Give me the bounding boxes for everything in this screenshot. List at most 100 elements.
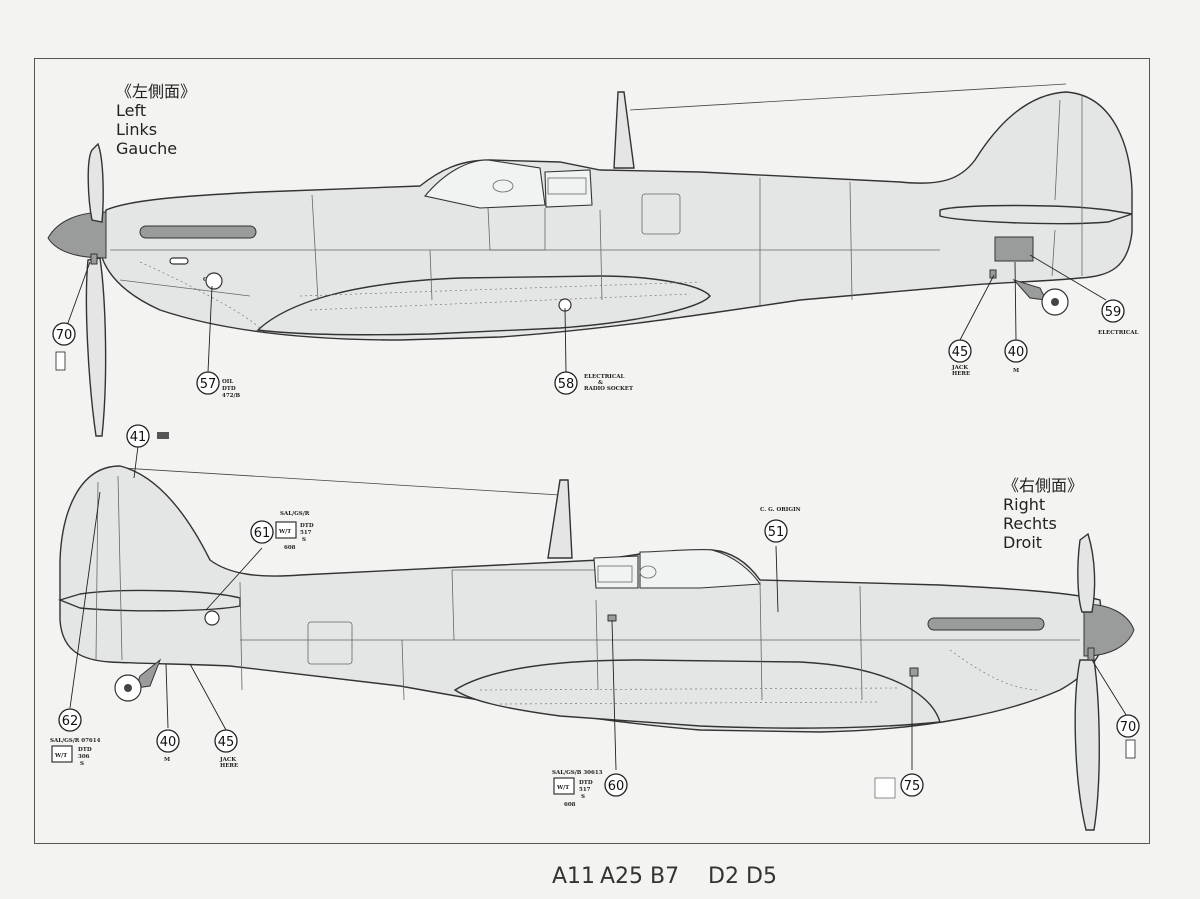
right-prop-blade-bottom xyxy=(1074,659,1100,831)
label-dtd-r3: DTD xyxy=(579,780,593,786)
right-tailplane xyxy=(57,589,241,612)
label-electrical: ELECTRICAL xyxy=(1098,330,1139,336)
bottom-parts-strip: A11 A25 B7 D2 D5 xyxy=(0,866,1200,899)
label-dtd: DTD xyxy=(222,386,236,392)
svg-text:75: 75 xyxy=(904,779,921,794)
left-title-jp: 《左側面》 xyxy=(116,82,197,101)
left-title-en: Left xyxy=(116,101,147,120)
callout-41: 41 xyxy=(126,424,150,448)
label-m-right: M xyxy=(164,757,170,763)
svg-text:51: 51 xyxy=(768,525,785,540)
label-jack-2: HERE xyxy=(952,371,970,377)
svg-text:59: 59 xyxy=(1105,305,1122,320)
svg-text:40: 40 xyxy=(1008,345,1025,360)
right-spinner xyxy=(1083,603,1135,657)
callout-40-right: 40 xyxy=(156,729,180,753)
right-title-de: Rechts xyxy=(1003,514,1057,533)
left-view-title: 《左側面》 Left Links Gauche xyxy=(116,82,196,158)
drawing-frame xyxy=(34,58,1150,844)
left-canopy xyxy=(423,159,546,209)
callout-58: 58 xyxy=(554,371,578,395)
svg-text:40: 40 xyxy=(160,735,177,750)
svg-text:58: 58 xyxy=(558,377,575,392)
label-s-r2: S xyxy=(80,761,84,767)
part-a25: A25 xyxy=(600,866,644,889)
label-sal-gs-r-07614: SAL/GS/R 07614 xyxy=(50,738,101,744)
label-cg-origin: C. G. ORIGIN xyxy=(760,507,801,513)
left-wing xyxy=(256,275,711,336)
label-wt-1: W/T xyxy=(278,529,292,535)
antenna-wire-right xyxy=(121,467,561,496)
label-m-left: M xyxy=(1013,368,1019,374)
left-tailplane xyxy=(939,204,1133,225)
part-a11: A11 xyxy=(552,866,596,889)
antenna-wire xyxy=(629,83,1067,111)
left-canopy-rear xyxy=(544,169,593,208)
left-tailwheel-leg xyxy=(1012,278,1047,301)
label-jack-1: JACK xyxy=(951,365,968,371)
label-608-r3: 608 xyxy=(564,802,576,808)
right-side-aircraft xyxy=(57,432,1136,831)
svg-text:70: 70 xyxy=(1120,720,1137,735)
callout-57: 57 xyxy=(196,371,220,395)
right-title-en: Right xyxy=(1003,495,1046,514)
left-side-aircraft: OIL xyxy=(47,83,1133,437)
label-sal-gs-r: SAL/GS/R xyxy=(280,511,310,517)
left-exhaust xyxy=(139,225,257,239)
label-oil: OIL xyxy=(222,379,233,385)
callout-61: 61 xyxy=(250,520,274,544)
label-wt-2: W/T xyxy=(54,753,68,759)
label-306: 306 xyxy=(78,754,90,760)
label-electrical-2: & xyxy=(598,380,603,386)
callout-62: 62 xyxy=(58,708,82,732)
callout-51: 51 xyxy=(764,519,788,543)
label-608-r1: 608 xyxy=(284,545,296,551)
svg-text:41: 41 xyxy=(130,430,147,445)
label-sal-gs-b-30613: SAL/GS/B 30613 xyxy=(552,770,603,776)
right-wing xyxy=(453,659,941,729)
part-b7: B7 xyxy=(650,866,680,889)
callout-45-left: 45 xyxy=(948,339,972,363)
left-prop-blade-bottom xyxy=(85,257,107,437)
label-s-r1: S xyxy=(302,537,306,543)
right-view-title: 《右側面》 Right Rechts Droit xyxy=(1003,476,1083,552)
callout-75: 75 xyxy=(900,773,924,797)
left-title-de: Links xyxy=(116,120,158,139)
part-d2: D2 xyxy=(708,866,739,889)
callout-40-left: 40 xyxy=(1004,339,1028,363)
label-dtd472: 472/B xyxy=(222,393,240,399)
svg-text:45: 45 xyxy=(218,735,235,750)
left-prop-blade-top xyxy=(87,142,104,223)
left-title-fr: Gauche xyxy=(116,139,178,158)
callout-59: 59 xyxy=(1101,299,1125,323)
svg-text:60: 60 xyxy=(608,779,625,794)
right-title-jp: 《右側面》 xyxy=(1003,476,1084,495)
label-517-r1: 517 xyxy=(300,530,312,536)
right-canopy-rear xyxy=(593,555,639,589)
label-jack-r1: JACK xyxy=(219,757,236,763)
right-canopy xyxy=(639,548,761,589)
antenna-mast xyxy=(613,91,635,169)
label-electrical-3: RADIO SOCKET xyxy=(584,386,634,392)
svg-text:45: 45 xyxy=(952,345,969,360)
right-title-fr: Droit xyxy=(1003,533,1043,552)
label-wt-3: W/T xyxy=(556,785,570,791)
callout-60: 60 xyxy=(604,773,628,797)
label-dtd-r1: DTD xyxy=(300,523,314,529)
label-electrical-1: ELECTRICAL xyxy=(584,374,625,380)
label-dtd-r2: DTD xyxy=(78,747,92,753)
callout-70-right: 70 xyxy=(1116,714,1140,738)
callout-45-right: 45 xyxy=(214,729,238,753)
svg-text:61: 61 xyxy=(254,526,271,541)
antenna-mast-right xyxy=(547,479,573,559)
label-jack-r2: HERE xyxy=(220,763,238,769)
label-s-r3: S xyxy=(581,794,585,800)
left-spinner xyxy=(47,211,107,259)
part-d5: D5 xyxy=(746,866,777,889)
svg-text:62: 62 xyxy=(62,714,79,729)
right-prop-blade-top xyxy=(1077,532,1096,613)
label-517-r3: 517 xyxy=(579,787,591,793)
svg-text:70: 70 xyxy=(56,328,73,343)
